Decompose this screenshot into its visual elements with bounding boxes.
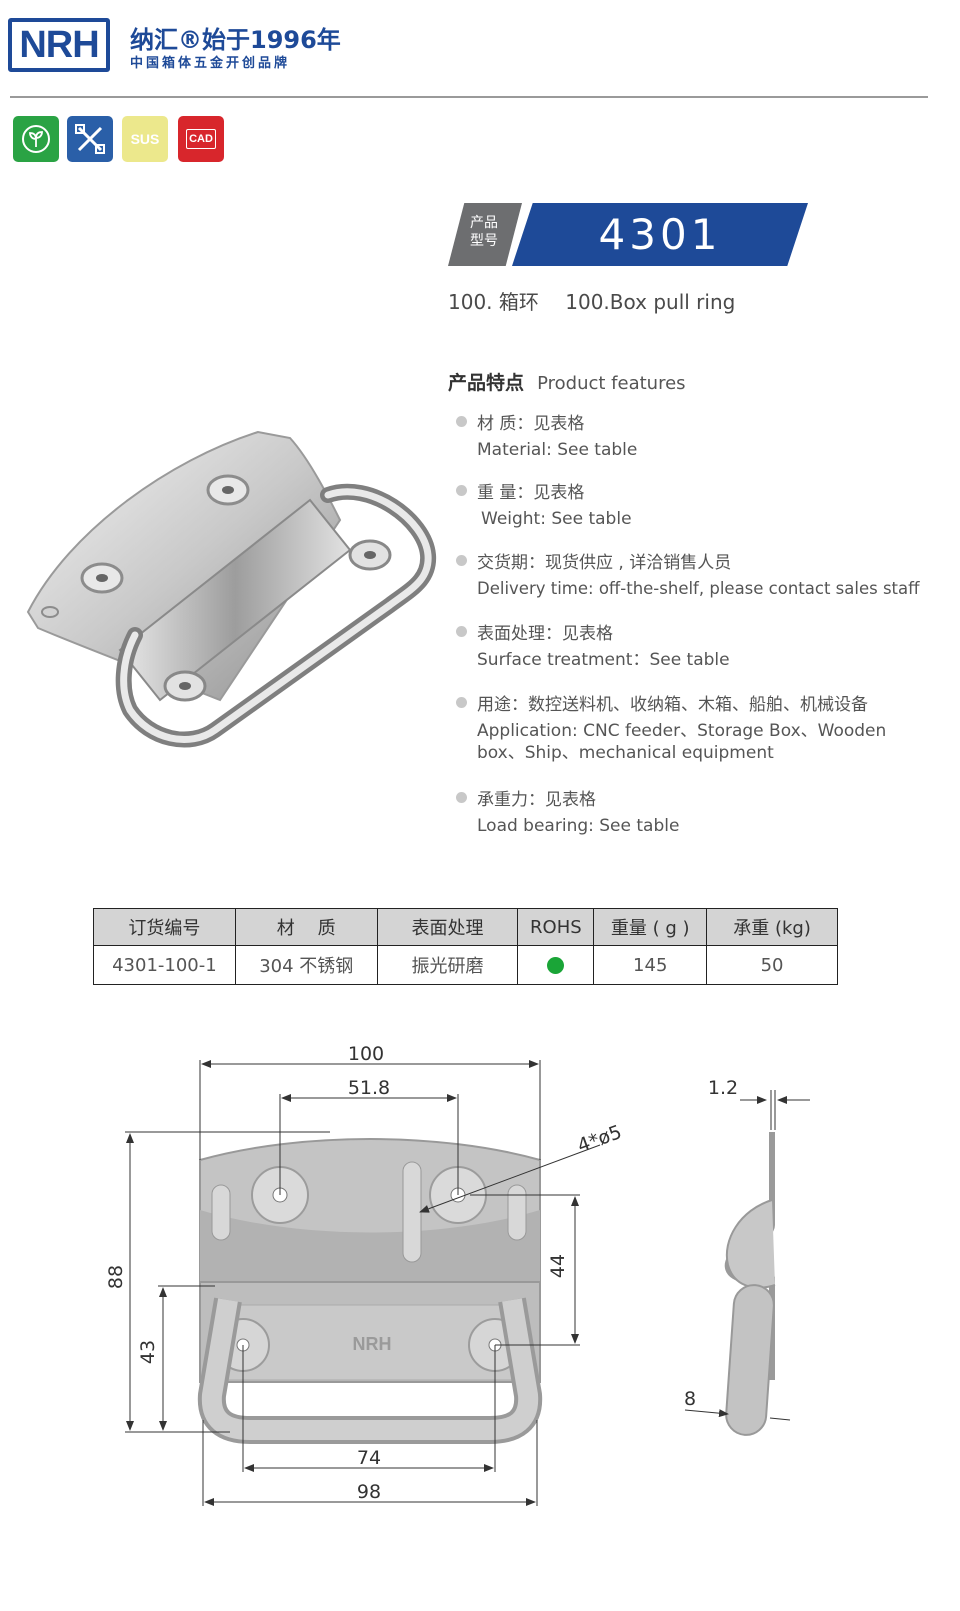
model-label-line1: 产品 [470,215,498,231]
brand-logo: NRH [8,18,110,72]
feature-en: Load bearing: See table [477,816,680,836]
bullet-dot [456,555,467,566]
dim-43: 43 [137,1340,159,1364]
features-title: 产品特点 Product features [448,368,686,395]
col-material: 材 质 [234,908,378,946]
model-number: 4301 [598,210,722,259]
logo-text: NRH [19,23,99,66]
features-title-cn: 产品特点 [448,372,525,394]
feature-en: Material: See table [477,440,638,460]
col-surface: 表面处理 [376,908,519,946]
dim-44: 44 [547,1254,569,1278]
dim-98: 98 [357,1481,381,1503]
product-name-en: 100.Box pull ring [565,290,736,314]
feature-en: Surface treatment：See table [477,650,730,670]
feature-cn: 表面处理：见表格 [477,624,613,644]
feature-cn: 用途：数控送料机、收纳箱、木箱、船舶、机械设备 [477,695,868,715]
rohs-status-dot [547,957,565,974]
table-header-row: 订货编号 材 质 表面处理 ROHS 重量 ( g ) 承重 (kg) [93,908,838,946]
dim-51-8: 51.8 [348,1077,390,1099]
brand-title: 纳汇®始于1996年 [130,26,341,54]
feature-cn: 重 量：见表格 [477,483,585,503]
tools-icon [67,116,113,162]
product-name: 100. 箱环 100.Box pull ring [448,286,735,315]
dim-100: 100 [348,1043,384,1065]
feature-weight: 重 量：见表格 Weight: See table [456,478,926,538]
features-title-en: Product features [537,373,686,394]
feature-surface: 表面处理：见表格 Surface treatment：See table [456,619,926,679]
eco-leaf-icon [13,116,59,162]
sus-badge: SUS [122,116,168,162]
dim-1-2: 1.2 [708,1077,738,1099]
product-photo [26,430,437,748]
plate-logo: NRH [353,1334,392,1354]
cell-weight: 145 [593,945,708,985]
feature-cn: 交货期：现货供应 , 详洽销售人员 [477,553,732,573]
cad-badge: CAD [178,116,224,162]
dim-hole: 4*ø5 [575,1121,625,1157]
col-rohs: ROHS [517,908,595,946]
col-weight: 重量 ( g ) [593,908,708,946]
feature-application: 用途：数控送料机、收纳箱、木箱、船舶、机械设备 Application: CNC… [456,690,926,770]
feature-en: Weight: See table [481,509,632,529]
model-label: 产品 型号 [462,214,506,250]
feature-en: Delivery time: off-the-shelf, please con… [477,579,920,598]
dim-88: 88 [105,1265,127,1289]
feature-cn: 材 质：见表格 [477,414,585,434]
front-view: NRH [197,1138,543,1444]
feature-en: Application: CNC feeder、Storage Box、Wood… [477,721,887,763]
feature-delivery: 交货期：现货供应 , 详洽销售人员 Delivery time: off-the… [456,548,926,608]
feature-load: 承重力：见表格 Load bearing: See table [456,785,926,845]
cell-surface: 振光研磨 [376,945,519,985]
table-row: 4301-100-1 304 不锈钢 振光研磨 145 50 [93,945,838,985]
side-view [684,1090,810,1436]
bullet-dot [456,416,467,427]
sus-label: SUS [130,131,160,147]
spec-table: 订货编号 材 质 表面处理 ROHS 重量 ( g ) 承重 (kg) 4301… [93,908,838,985]
dimension-lines [125,1060,601,1506]
bullet-dot [456,485,467,496]
technical-drawing: NRH [105,1043,810,1506]
cad-label: CAD [186,129,216,149]
product-name-cn: 100. 箱环 [448,290,539,314]
cell-order-no: 4301-100-1 [93,945,236,985]
model-label-line2: 型号 [470,233,498,249]
bullet-dot [456,792,467,803]
brand-subtitle: 中国箱体五金开创品牌 [130,56,291,71]
dim-8: 8 [684,1388,696,1410]
bullet-dot [456,697,467,708]
model-number-bg [512,203,808,266]
cell-material: 304 不锈钢 [234,945,378,985]
col-load: 承重 (kg) [706,908,838,946]
dim-74: 74 [357,1447,381,1469]
feature-cn: 承重力：见表格 [477,790,596,810]
cell-load: 50 [706,945,838,985]
feature-material: 材 质：见表格 Material: See table [456,409,926,469]
cell-rohs [517,945,595,985]
header-divider [10,96,928,98]
bullet-dot [456,626,467,637]
col-order-no: 订货编号 [93,908,236,946]
